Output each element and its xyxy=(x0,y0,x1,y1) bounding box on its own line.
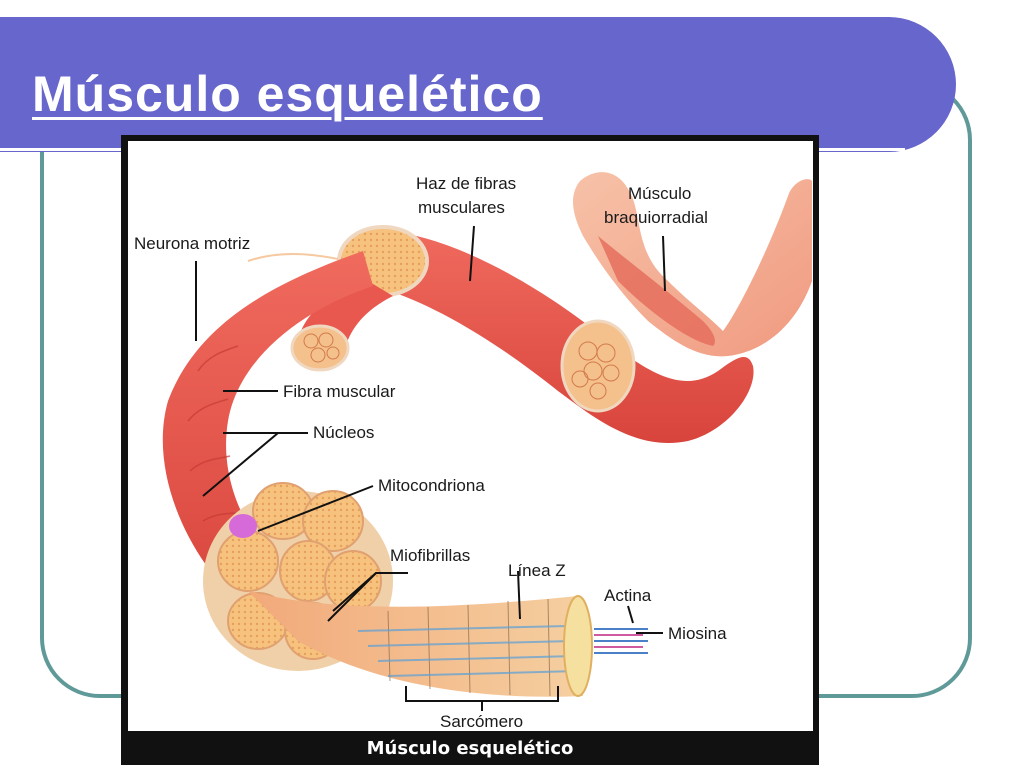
label-miofibrillas: Miofibrillas xyxy=(390,546,470,565)
diagram-canvas: Haz de fibras musculares Músculo braquio… xyxy=(128,141,813,731)
label-miosina: Miosina xyxy=(668,624,727,643)
label-linea-z: Línea Z xyxy=(508,561,566,580)
label-sarcomero: Sarcómero xyxy=(440,712,523,731)
label-actina: Actina xyxy=(604,586,652,605)
slide-title: Músculo esquelético xyxy=(32,66,543,122)
label-haz-de-fibras: Haz de fibras xyxy=(416,174,516,193)
label-neurona-motriz: Neurona motriz xyxy=(134,234,250,253)
diagram-labels: Haz de fibras musculares Músculo braquio… xyxy=(134,174,727,731)
label-mitocondriona: Mitocondriona xyxy=(378,476,485,495)
figure-caption: Músculo esquelético xyxy=(366,738,574,759)
muscle-diagram-figure: Haz de fibras musculares Músculo braquio… xyxy=(121,135,819,765)
myofibril-strand xyxy=(248,591,648,697)
fascicle xyxy=(290,281,393,372)
title-bar: Músculo esquelético xyxy=(0,17,956,152)
muscle-illustration: Haz de fibras musculares Músculo braquio… xyxy=(134,172,812,731)
label-braquiorradial: braquiorradial xyxy=(604,208,708,227)
leader-lines xyxy=(195,225,666,711)
arm-illustration xyxy=(572,172,812,357)
label-fibra-muscular: Fibra muscular xyxy=(283,382,396,401)
label-nucleos: Núcleos xyxy=(313,423,374,442)
label-musculares: musculares xyxy=(418,198,505,217)
label-musculo: Músculo xyxy=(628,184,691,203)
